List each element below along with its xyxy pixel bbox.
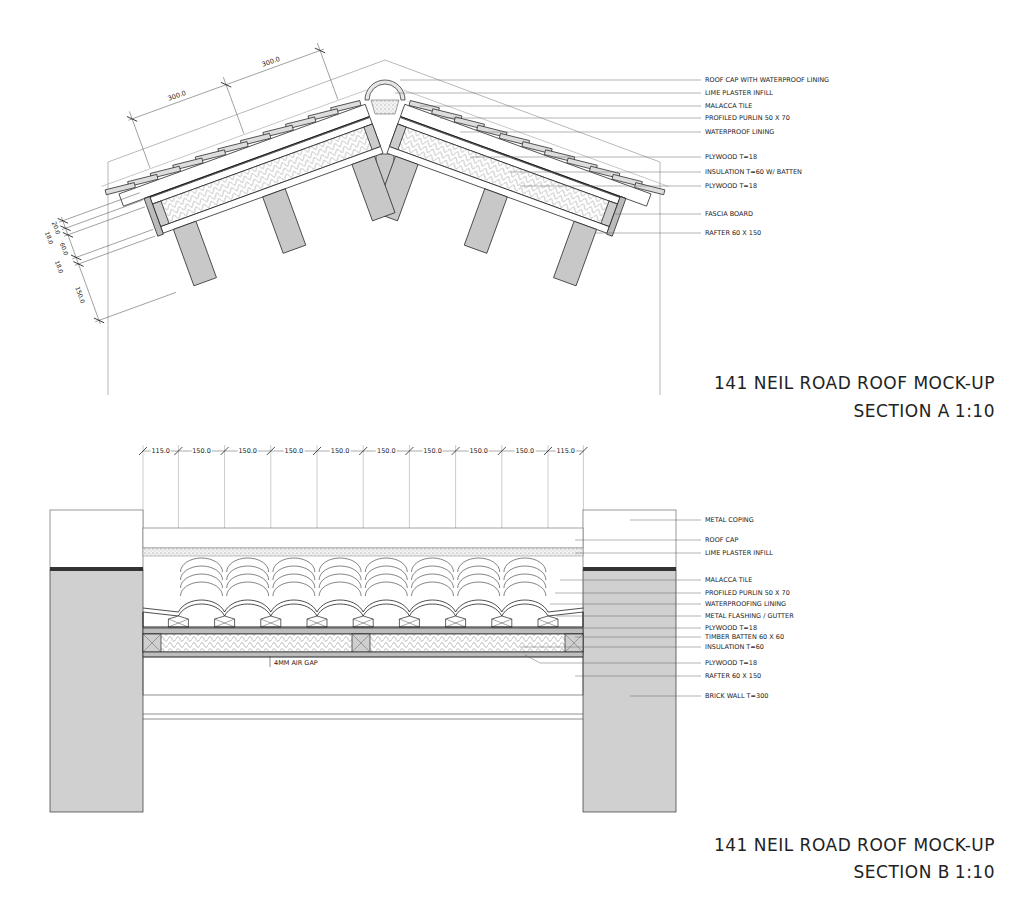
rafter: [143, 657, 583, 695]
dimension-text: 150.0: [284, 448, 305, 455]
dimension-text: 18.0: [54, 260, 64, 275]
malacca-tile: [458, 558, 500, 596]
leader-lines: [520, 520, 701, 696]
roof-cap: [365, 80, 405, 100]
section-name: SECTION B: [854, 864, 950, 881]
callout-label: PLYWOOD T=18: [705, 154, 757, 161]
plywood: [143, 652, 583, 657]
callout-label: ROOF CAP WITH WATERPROOF LINING: [705, 77, 829, 84]
purlin: [307, 616, 327, 627]
callout-label: BRICK WALL T=300: [705, 693, 768, 700]
dimension-text: 150.0: [376, 448, 397, 455]
dimension-lines: [32, 42, 386, 326]
section-name: SECTION A: [854, 403, 950, 420]
insulation: [143, 634, 583, 652]
callout-label: RAFTER 60 X 150: [705, 230, 761, 237]
leader-lines: [395, 80, 701, 233]
extension-lines: [143, 445, 583, 528]
callout-label: MALACCA TILE: [705, 577, 752, 584]
callout-label: MALACCA TILE: [705, 103, 752, 110]
drawing-scale: 1:10: [955, 864, 995, 881]
dimension-ticks: [139, 447, 587, 455]
dimension-text: 20.0: [51, 220, 61, 235]
callout-label: PLYWOOD T=18: [705, 660, 757, 667]
dimension-text: 18.0: [44, 231, 54, 246]
dimension-text: 150.0: [191, 448, 212, 455]
plywood: [143, 628, 583, 634]
dimension-text: 300.0: [261, 56, 281, 68]
dimension-text: 150.0: [468, 448, 489, 455]
callout-label: TIMBER BATTEN 60 X 60: [705, 634, 784, 641]
dimension-text: 150.0: [515, 448, 536, 455]
rafter-lines: [143, 714, 583, 719]
callout-label: INSULATION T=60: [705, 644, 764, 651]
callout-label: PLYWOOD T=18: [705, 625, 757, 632]
malacca-tile: [504, 558, 546, 596]
timber-batten: [565, 634, 583, 652]
callout-label: LIME PLASTER INFILL: [705, 90, 773, 97]
timber-batten: [143, 634, 161, 652]
callout-label: ROOF CAP: [705, 537, 738, 544]
tile-profile: [143, 604, 583, 616]
metal-coping: [583, 567, 676, 571]
purlin: [538, 616, 558, 627]
metal-flashing: [143, 612, 583, 627]
dimension-text: 150.0: [237, 448, 258, 455]
callout-label: PROFILED PURLIN 50 X 70: [705, 115, 790, 122]
purlin: [492, 616, 512, 627]
purlin: [168, 616, 188, 627]
callout-label: RAFTER 60 X 150: [705, 673, 761, 680]
dimension-text: 150.0: [330, 448, 351, 455]
callout-label: 4MM AIR GAP: [274, 660, 318, 667]
roof-slope-left: [101, 90, 409, 304]
malacca-tile: [319, 558, 361, 596]
drawing-title: 141 NEIL ROAD ROOF MOCK-UP: [714, 837, 995, 854]
pier-top: [50, 510, 143, 570]
callout-label: FASCIA BOARD: [705, 211, 753, 218]
callout-label: WATERPROOF LINING: [705, 129, 774, 136]
brick-wall: [583, 570, 676, 812]
purlin: [261, 616, 281, 627]
malacca-tile: [412, 558, 454, 596]
callout-label: METAL FLASHING / GUTTER: [705, 613, 794, 620]
lime-plaster-infill: [371, 100, 399, 114]
purlin: [399, 616, 419, 627]
dimension-text: 150.0: [422, 448, 443, 455]
callout-label: PLYWOOD T=18: [705, 183, 757, 190]
dimension-text: 150.0: [75, 286, 87, 304]
roof-slope-right: [361, 90, 669, 304]
lime-plaster-infill: [143, 548, 583, 556]
malacca-tile: [181, 558, 223, 596]
purlin: [353, 616, 373, 627]
timber-batten: [352, 634, 370, 652]
purlin: [215, 616, 235, 627]
drawing-scale: 1:10: [955, 403, 995, 420]
purlin: [446, 616, 466, 627]
malacca-tile: [273, 558, 315, 596]
brick-wall: [50, 570, 143, 812]
callout-label: INSULATION T=60 W/ BATTEN: [705, 169, 802, 176]
roof-cap: [143, 528, 583, 548]
dimension-text: 60.0: [58, 242, 68, 257]
drawing-title: 141 NEIL ROAD ROOF MOCK-UP: [714, 375, 995, 392]
callout-label: WATERPROOFING LINING: [705, 601, 786, 608]
malacca-tile: [227, 558, 269, 596]
leader-line: [270, 656, 271, 667]
dimension-text: 115.0: [555, 448, 576, 455]
callout-label: LIME PLASTER INFILL: [705, 550, 773, 557]
callout-label: PROFILED PURLIN 50 X 70: [705, 590, 790, 597]
metal-coping: [50, 567, 143, 571]
dimension-text: 115.0: [150, 448, 171, 455]
malacca-tile: [365, 558, 407, 596]
dimension-text: 300.0: [167, 90, 187, 102]
tile-profile: [143, 600, 583, 612]
callout-label: METAL COPING: [705, 517, 754, 524]
